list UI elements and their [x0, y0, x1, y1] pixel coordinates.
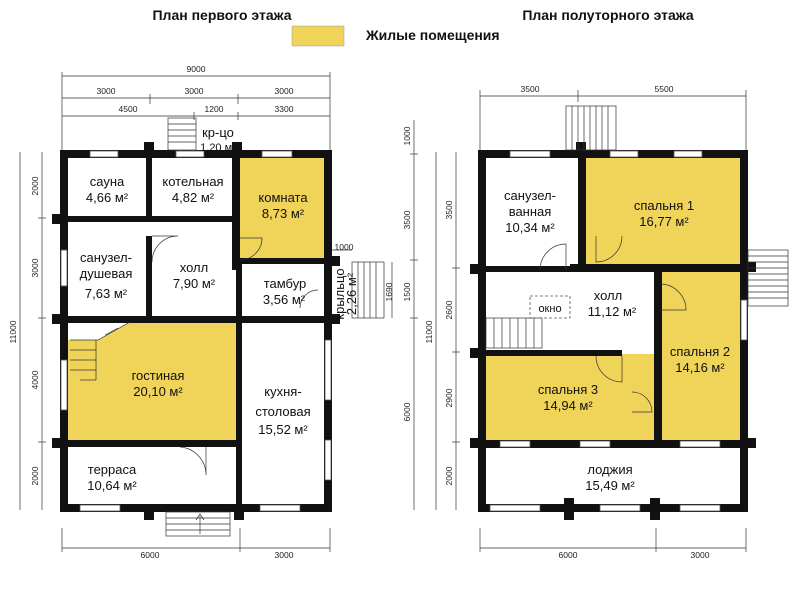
room-komnata-name: комната — [258, 190, 308, 205]
dim-first-left-c: 4000 — [30, 370, 40, 389]
room-hf-bathroom-name1: санузел- — [504, 188, 556, 203]
dim-half-left-c: 2900 — [444, 388, 454, 407]
room-bedroom2-area: 14,16 м² — [675, 360, 725, 375]
room-boiler-area: 4,82 м² — [172, 190, 215, 205]
room-bathroom-area: 7,63 м² — [85, 286, 128, 301]
room-porch-area: 2,26 м² — [344, 272, 359, 315]
room-hf-bathroom-area: 10,34 м² — [505, 220, 555, 235]
dim-half-left-b: 2600 — [444, 300, 454, 319]
legend-label: Жилые помещения — [365, 27, 500, 43]
half-floor-plan: санузел- ванная 10,34 м² спальня 1 16,77… — [424, 84, 789, 560]
room-kitchen-area: 15,52 м² — [258, 422, 308, 437]
room-vestibule-area: 3,56 м² — [263, 292, 306, 307]
dim-first-right-a: 1000 — [402, 126, 412, 145]
room-bathroom-name2: душевая — [80, 266, 133, 281]
room-bedroom1-name: спальня 1 — [634, 198, 694, 213]
room-porch-small-area: 1,20 м² — [200, 142, 236, 154]
dim-half-left-a: 3500 — [444, 200, 454, 219]
room-fill-komnata — [238, 158, 330, 258]
dim-half-top-b: 5500 — [655, 84, 674, 94]
room-living-area: 20,10 м² — [133, 384, 183, 399]
half-floor-title: План полуторного этажа — [522, 7, 694, 23]
dim-first-top-a: 3000 — [97, 86, 116, 96]
room-porch-name: крыльцо — [332, 268, 347, 319]
dim-first-top-b: 3000 — [185, 86, 204, 96]
dim-half-bottom-b: 3000 — [691, 550, 710, 560]
room-bathroom-name1: санузел- — [80, 250, 132, 265]
first-floor-plan: сауна 4,66 м² котельная 4,82 м² комната … — [8, 64, 418, 560]
legend-swatch — [291, 25, 345, 47]
dim-half-top-a: 3500 — [521, 84, 540, 94]
dim-first-bottom-a: 6000 — [141, 550, 160, 560]
room-komnata-area: 8,73 м² — [262, 206, 305, 221]
room-fill-gostinaya — [68, 322, 238, 442]
dim-half-left-total: 11000 — [424, 320, 434, 343]
room-kitchen-name1: кухня- — [264, 384, 301, 399]
room-hf-hall-area: 11,12 м² — [588, 304, 637, 319]
room-fill-bedroom3 — [486, 354, 656, 442]
dim-first-top3-c: 3300 — [275, 104, 294, 114]
dim-first-right-porch-a: 1690 — [384, 282, 394, 301]
room-sauna-name: сауна — [90, 174, 125, 189]
room-bedroom3-area: 14,94 м² — [543, 398, 593, 413]
room-vestibule-name: тамбур — [264, 276, 307, 291]
room-hf-bathroom-name2: ванная — [509, 204, 552, 219]
dim-first-top3-b: 1200 — [205, 104, 224, 114]
dim-half-left-d: 2000 — [444, 466, 454, 485]
dim-first-left-a: 2000 — [30, 176, 40, 195]
room-loggia-name: лоджия — [587, 462, 632, 477]
dim-first-left-total: 11000 — [8, 320, 18, 343]
room-hf-hall-name: холл — [594, 288, 622, 303]
dim-first-porch-width: 1000 — [335, 242, 354, 252]
dim-first-right-b: 3500 — [402, 210, 412, 229]
dim-first-left-d: 2000 — [30, 466, 40, 485]
room-hall-area: 7,90 м² — [173, 276, 216, 291]
room-terrace-name: терраса — [88, 462, 137, 477]
dim-first-top3-a: 4500 — [119, 104, 138, 114]
room-hall-name: холл — [180, 260, 208, 275]
room-sauna-area: 4,66 м² — [86, 190, 129, 205]
room-fill-bedroom2 — [660, 272, 740, 442]
dim-first-top-total: 9000 — [187, 64, 206, 74]
window-opening-label: окно — [538, 303, 561, 315]
room-boiler-name: котельная — [162, 174, 223, 189]
room-porch-small-name: кр-цо — [202, 125, 234, 140]
room-living-name: гостиная — [132, 368, 185, 383]
dim-first-top-c: 3000 — [275, 86, 294, 96]
room-loggia-area: 15,49 м² — [585, 478, 635, 493]
room-bedroom1-area: 16,77 м² — [639, 214, 689, 229]
dim-half-bottom-a: 6000 — [559, 550, 578, 560]
room-kitchen-name2: столовая — [255, 404, 310, 419]
dim-first-right-porch-b: 1500 — [402, 282, 412, 301]
room-terrace-area: 10,64 м² — [87, 478, 137, 493]
room-bedroom2-name: спальня 2 — [670, 344, 730, 359]
first-floor-title: План первого этажа — [152, 7, 291, 23]
dim-first-left-b: 3000 — [30, 258, 40, 277]
dim-first-right-c: 6000 — [402, 402, 412, 421]
room-fill-bedroom1 — [586, 158, 740, 266]
dim-first-bottom-b: 3000 — [275, 550, 294, 560]
room-bedroom3-name: спальня 3 — [538, 382, 598, 397]
window-opening — [529, 295, 571, 319]
